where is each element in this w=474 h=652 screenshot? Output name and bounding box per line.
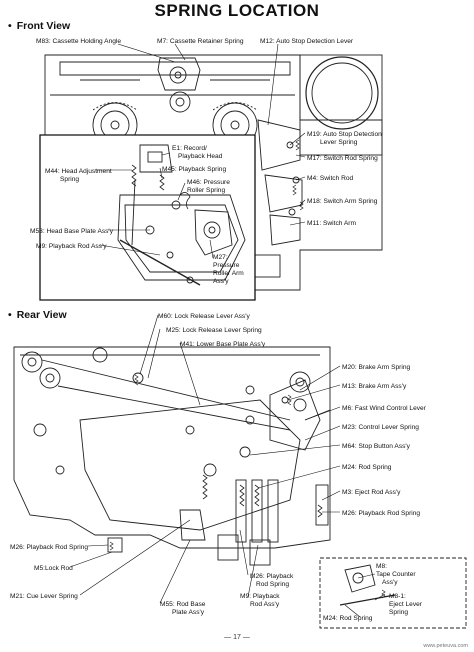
label-m55-line2: Plate Ass'y [172, 609, 205, 616]
bullet-icon: • [8, 20, 12, 32]
label-m18: M18: Switch Arm Spring [307, 198, 378, 205]
label-m21: M21: Cue Lever Spring [10, 593, 78, 600]
label-m3: M3: Eject Rod Ass'y [342, 489, 401, 496]
label-m27-line4: Ass'y [213, 278, 229, 285]
label-m7: M7: Cassette Retainer Spring [157, 38, 244, 45]
label-m46-line1: M46: Pressure [187, 179, 230, 186]
label-m8-1-line1: M8-1: [389, 593, 406, 600]
watermark: www.peteuva.com [423, 643, 468, 649]
label-m19-line1: M19: Auto Stop Detection [307, 131, 382, 138]
page-number: — 17 — [224, 634, 250, 641]
label-m20: M20: Brake Arm Spring [342, 364, 410, 371]
leader-lines [69, 43, 386, 618]
label-m5: M5:Lock Rod [34, 565, 73, 572]
rear-view-mechanism [13, 346, 331, 566]
label-m24-inset: M24: Rod Spring [323, 615, 373, 622]
label-m8-1-line2: Eject Lever [389, 601, 423, 608]
label-m11: M11: Switch Arm [307, 220, 356, 227]
label-m24: M24: Rod Spring [342, 464, 392, 471]
label-m55-line1: M55: Rod Base [160, 601, 206, 608]
rear-view-heading: • Rear View [8, 309, 67, 321]
label-m9-rear-line1: M9: Playback [240, 593, 280, 600]
label-e1-line1: E1: Record/ [172, 145, 207, 152]
label-m53: M53: Head Base Plate Ass'y [30, 228, 114, 235]
label-m64: M64: Stop Button Ass'y [342, 443, 411, 450]
front-view-title: Front View [16, 20, 71, 32]
label-m12: M12: Auto Stop Detection Lever [260, 38, 354, 45]
label-m44-line1: M44: Head Adjustment [45, 168, 112, 175]
label-m26-right: M26: Playback Rod Spring [342, 510, 420, 517]
label-e1-line2: Playback Head [178, 153, 223, 160]
label-m8-1-line3: Spring [389, 609, 408, 616]
label-m8-line1: M8: [376, 563, 387, 570]
head-base-inset [39, 134, 256, 301]
tape-counter-inset [319, 557, 467, 629]
label-m9: M9: Playback Rod Ass'y [36, 243, 107, 250]
label-m25: M25: Lock Release Lever Spring [166, 327, 262, 334]
label-m13: M13: Brake Arm Ass'y [342, 383, 407, 390]
label-m8-line2: Tape Counter [376, 571, 416, 578]
label-m60: M60: Lock Release Lever Ass'y [158, 313, 250, 320]
label-m8-line3: Ass'y [382, 579, 398, 586]
label-m17: M17: Switch Rod Spring [307, 155, 378, 162]
label-m26-bottom-line1: M26: Playback [250, 573, 294, 580]
label-m83: M83: Cassette Holding Angle [36, 38, 121, 45]
label-m46-line2: Roller Spring [187, 187, 225, 194]
label-m9-rear-line2: Rod Ass'y [250, 601, 280, 608]
page-title: SPRING LOCATION [154, 1, 320, 20]
label-m45: M45: Playback Spring [162, 166, 226, 173]
label-m41: M41: Lower Base Plate Ass'y [180, 341, 266, 348]
label-m4: M4: Switch Rod [307, 175, 354, 182]
label-m6: M6: Fast Wind Control Lever [342, 405, 427, 412]
label-m19-line2: Lever Spring [320, 139, 358, 146]
bullet-icon: • [8, 309, 12, 321]
label-m27-line1: M27: [213, 254, 228, 261]
label-m27-line3: Roller Arm [213, 270, 244, 277]
label-m44-line2: Spring [60, 176, 79, 183]
label-m27-line2: Pressure [213, 262, 240, 269]
label-m26-bottom-line2: Rod Spring [256, 581, 289, 588]
label-m26-left: M26: Playback Rod Spring [10, 544, 88, 551]
label-m23: M23: Control Lever Spring [342, 424, 419, 431]
rear-view-title: Rear View [16, 309, 67, 321]
front-view-heading: • Front View [8, 20, 70, 32]
